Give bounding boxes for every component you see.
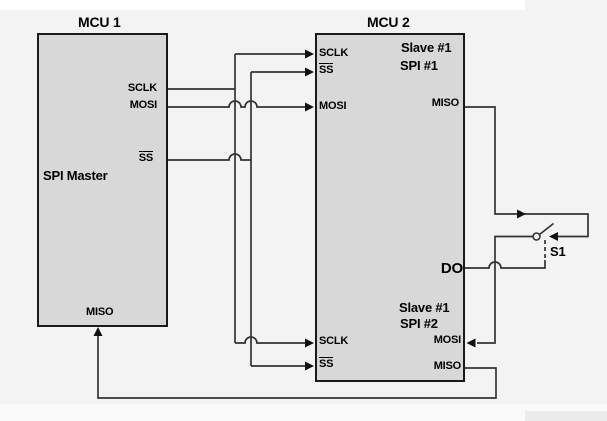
spi2-pin-sclk: SCLK: [319, 335, 349, 347]
switch-pole-contact: [532, 232, 541, 241]
wire-switch-to-mosi-spi2: [477, 235, 533, 344]
spi2-name-line2: SPI #2: [400, 316, 438, 331]
spi2-pin-mosi: MOSI: [433, 334, 462, 346]
mcu2-box: [315, 33, 465, 382]
spi1-pin-ss: SS: [319, 63, 334, 76]
arrowhead-ss-spi1: [305, 67, 314, 77]
mcu1-box: [37, 33, 168, 327]
wire-mosi-master-to-spi1: [168, 100, 306, 108]
wire-ss-from-master: [168, 153, 251, 161]
spi2-pin-ss: SS: [319, 357, 334, 370]
mcu1-pin-miso: MISO: [86, 306, 114, 318]
arrowhead-miso-master: [93, 327, 103, 336]
switch-lever: [538, 222, 555, 236]
background-strip-top: [0, 0, 525, 10]
background-patch-bottom-right: [525, 411, 607, 421]
arrowhead-sclk-spi1: [305, 49, 314, 59]
mcu1-title: MCU 1: [78, 14, 121, 30]
mcu2-title: MCU 2: [367, 14, 410, 30]
arrowhead-ss-spi2: [305, 361, 314, 371]
spi2-pin-miso: MISO: [433, 360, 462, 372]
switch-label: S1: [550, 244, 566, 259]
spi2-pin-do: DO: [440, 260, 463, 277]
arrowhead-mosi-spi2: [466, 338, 476, 348]
mcu1-pin-sclk: SCLK: [127, 82, 157, 94]
arrowhead-miso-direction: [517, 209, 526, 219]
spi1-pin-sclk: SCLK: [319, 47, 349, 59]
spi1-pin-mosi: MOSI: [319, 100, 347, 112]
wire-do-control: [465, 260, 546, 269]
mcu1-pin-mosi: MOSI: [129, 99, 158, 111]
wire-sclk-to-spi2: [235, 336, 306, 344]
arrowhead-mosi-spi1: [305, 102, 314, 112]
mcu1-pin-ss: SS: [138, 151, 153, 164]
arrowhead-sclk-spi2: [305, 338, 314, 348]
spi2-name-line1: Slave #1: [399, 300, 450, 315]
spi1-name-line2: SPI #1: [400, 58, 438, 73]
mcu1-role-label: SPI Master: [43, 168, 108, 183]
background-strip-bottom: [0, 404, 607, 421]
wire-miso-spi1-to-switch: [465, 106, 589, 238]
arrowhead-switch-throw: [549, 232, 558, 241]
spi1-pin-miso: MISO: [431, 97, 460, 109]
spi1-name-line1: Slave #1: [401, 40, 452, 55]
